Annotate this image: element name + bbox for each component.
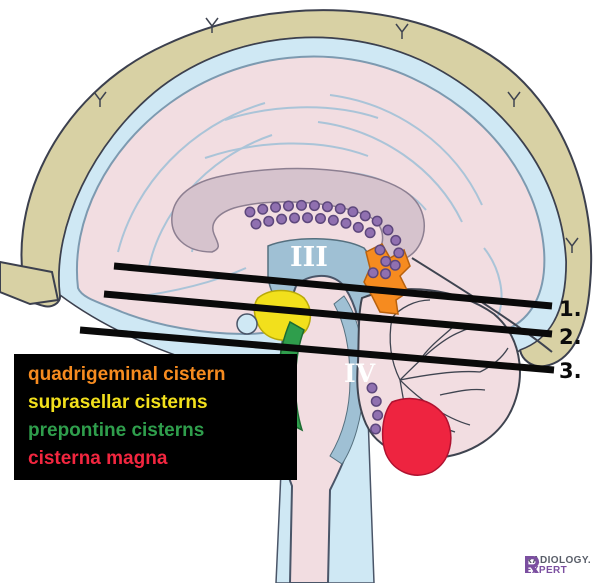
cisterna-magna-highlight	[381, 397, 452, 476]
skull-sutures	[93, 17, 579, 253]
corpus-callosum	[171, 167, 425, 262]
tentorium-line	[411, 257, 553, 353]
level-line-3-label: 3.	[559, 359, 582, 383]
pituitary-gland	[236, 313, 258, 335]
logo-text: RADIOLOGY. EXPERT	[525, 556, 591, 576]
logo-primary: RADIOLOGY.	[524, 555, 591, 566]
level-line-2-label: 2.	[559, 325, 582, 349]
level-lines	[79, 262, 555, 374]
legend-item-prepontine: prepontine cisterns	[28, 420, 205, 441]
cistern-legend: quadrigeminal cistern suprasellar cister…	[14, 354, 297, 480]
logo-secondary: EXPERT	[524, 565, 568, 576]
level-line-3	[79, 326, 555, 374]
level-line-2	[103, 290, 553, 338]
level-line-1-label: 1.	[559, 297, 582, 321]
choroid-plexus-dots	[244, 199, 405, 440]
legend-item-cisterna-magna: cisterna magna	[28, 448, 168, 469]
legend-item-suprasellar: suprasellar cisterns	[28, 392, 208, 413]
logo-r-icon	[524, 556, 539, 573]
fourth-ventricle-label: IV	[344, 359, 376, 388]
legend-item-quadrigeminal: quadrigeminal cistern	[28, 364, 226, 385]
frontal-bone-wedge	[0, 260, 60, 306]
radiology-expert-logo: RADIOLOGY. EXPERT	[524, 556, 591, 576]
level-line-1	[113, 262, 553, 310]
third-ventricle-label: III	[290, 242, 328, 273]
